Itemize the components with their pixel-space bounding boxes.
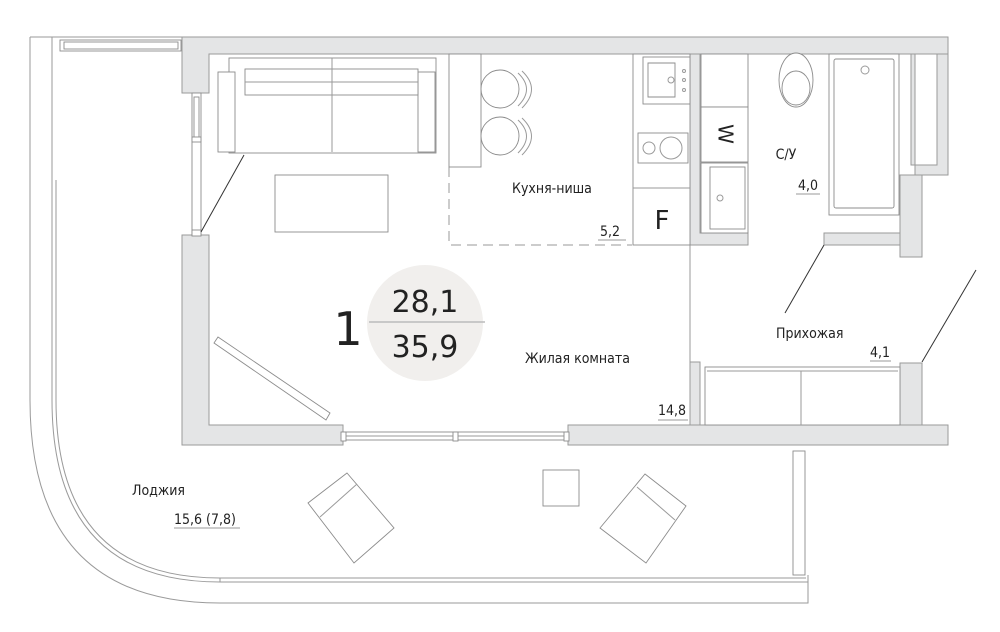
living-name: Жилая комната [525,351,630,367]
bathroom-fixtures: W [700,52,900,234]
walls [181,36,949,446]
left-window [191,92,245,237]
hallway-area: 4,1 [870,345,890,361]
hallway-name: Прихожая [776,326,843,342]
bathroom-area: 4,0 [798,178,818,194]
area-badge: 28,1 35,9 1 [333,265,485,381]
loggia [29,36,809,604]
cabinet [700,53,749,108]
chair [480,116,520,156]
coffee-table [274,174,389,233]
kitchen-niche: F [448,53,691,246]
rooms-count: 1 [333,302,362,356]
loggia-area: 15,6 (7,8) [174,512,236,528]
cooktop-icon [637,132,689,164]
living-area: 14,8 [658,403,686,419]
kitchen-name: Кухня-ниша [512,181,592,197]
bathroom-name: С/У [776,147,797,163]
dining-table [448,53,482,168]
loggia-glazing-right [792,450,806,576]
lounger [599,473,687,564]
total-area-value: 35,9 [392,330,459,365]
living-area-value: 28,1 [392,285,459,320]
sofa [217,57,437,154]
kitchen-area: 5,2 [600,224,620,240]
wardrobe [704,366,901,426]
loggia-furniture [307,469,687,564]
lounger [307,472,395,564]
washer-icon [700,106,749,163]
loggia-name: Лоджия [132,483,185,499]
fridge-label: F [655,206,670,236]
washer-label: W [714,124,738,144]
side-table [542,469,580,507]
balcony-sliding-door [340,431,570,442]
chair [480,69,520,109]
entrance-door [921,269,977,363]
open-window-sash [213,336,331,421]
bathroom-door [784,244,825,314]
